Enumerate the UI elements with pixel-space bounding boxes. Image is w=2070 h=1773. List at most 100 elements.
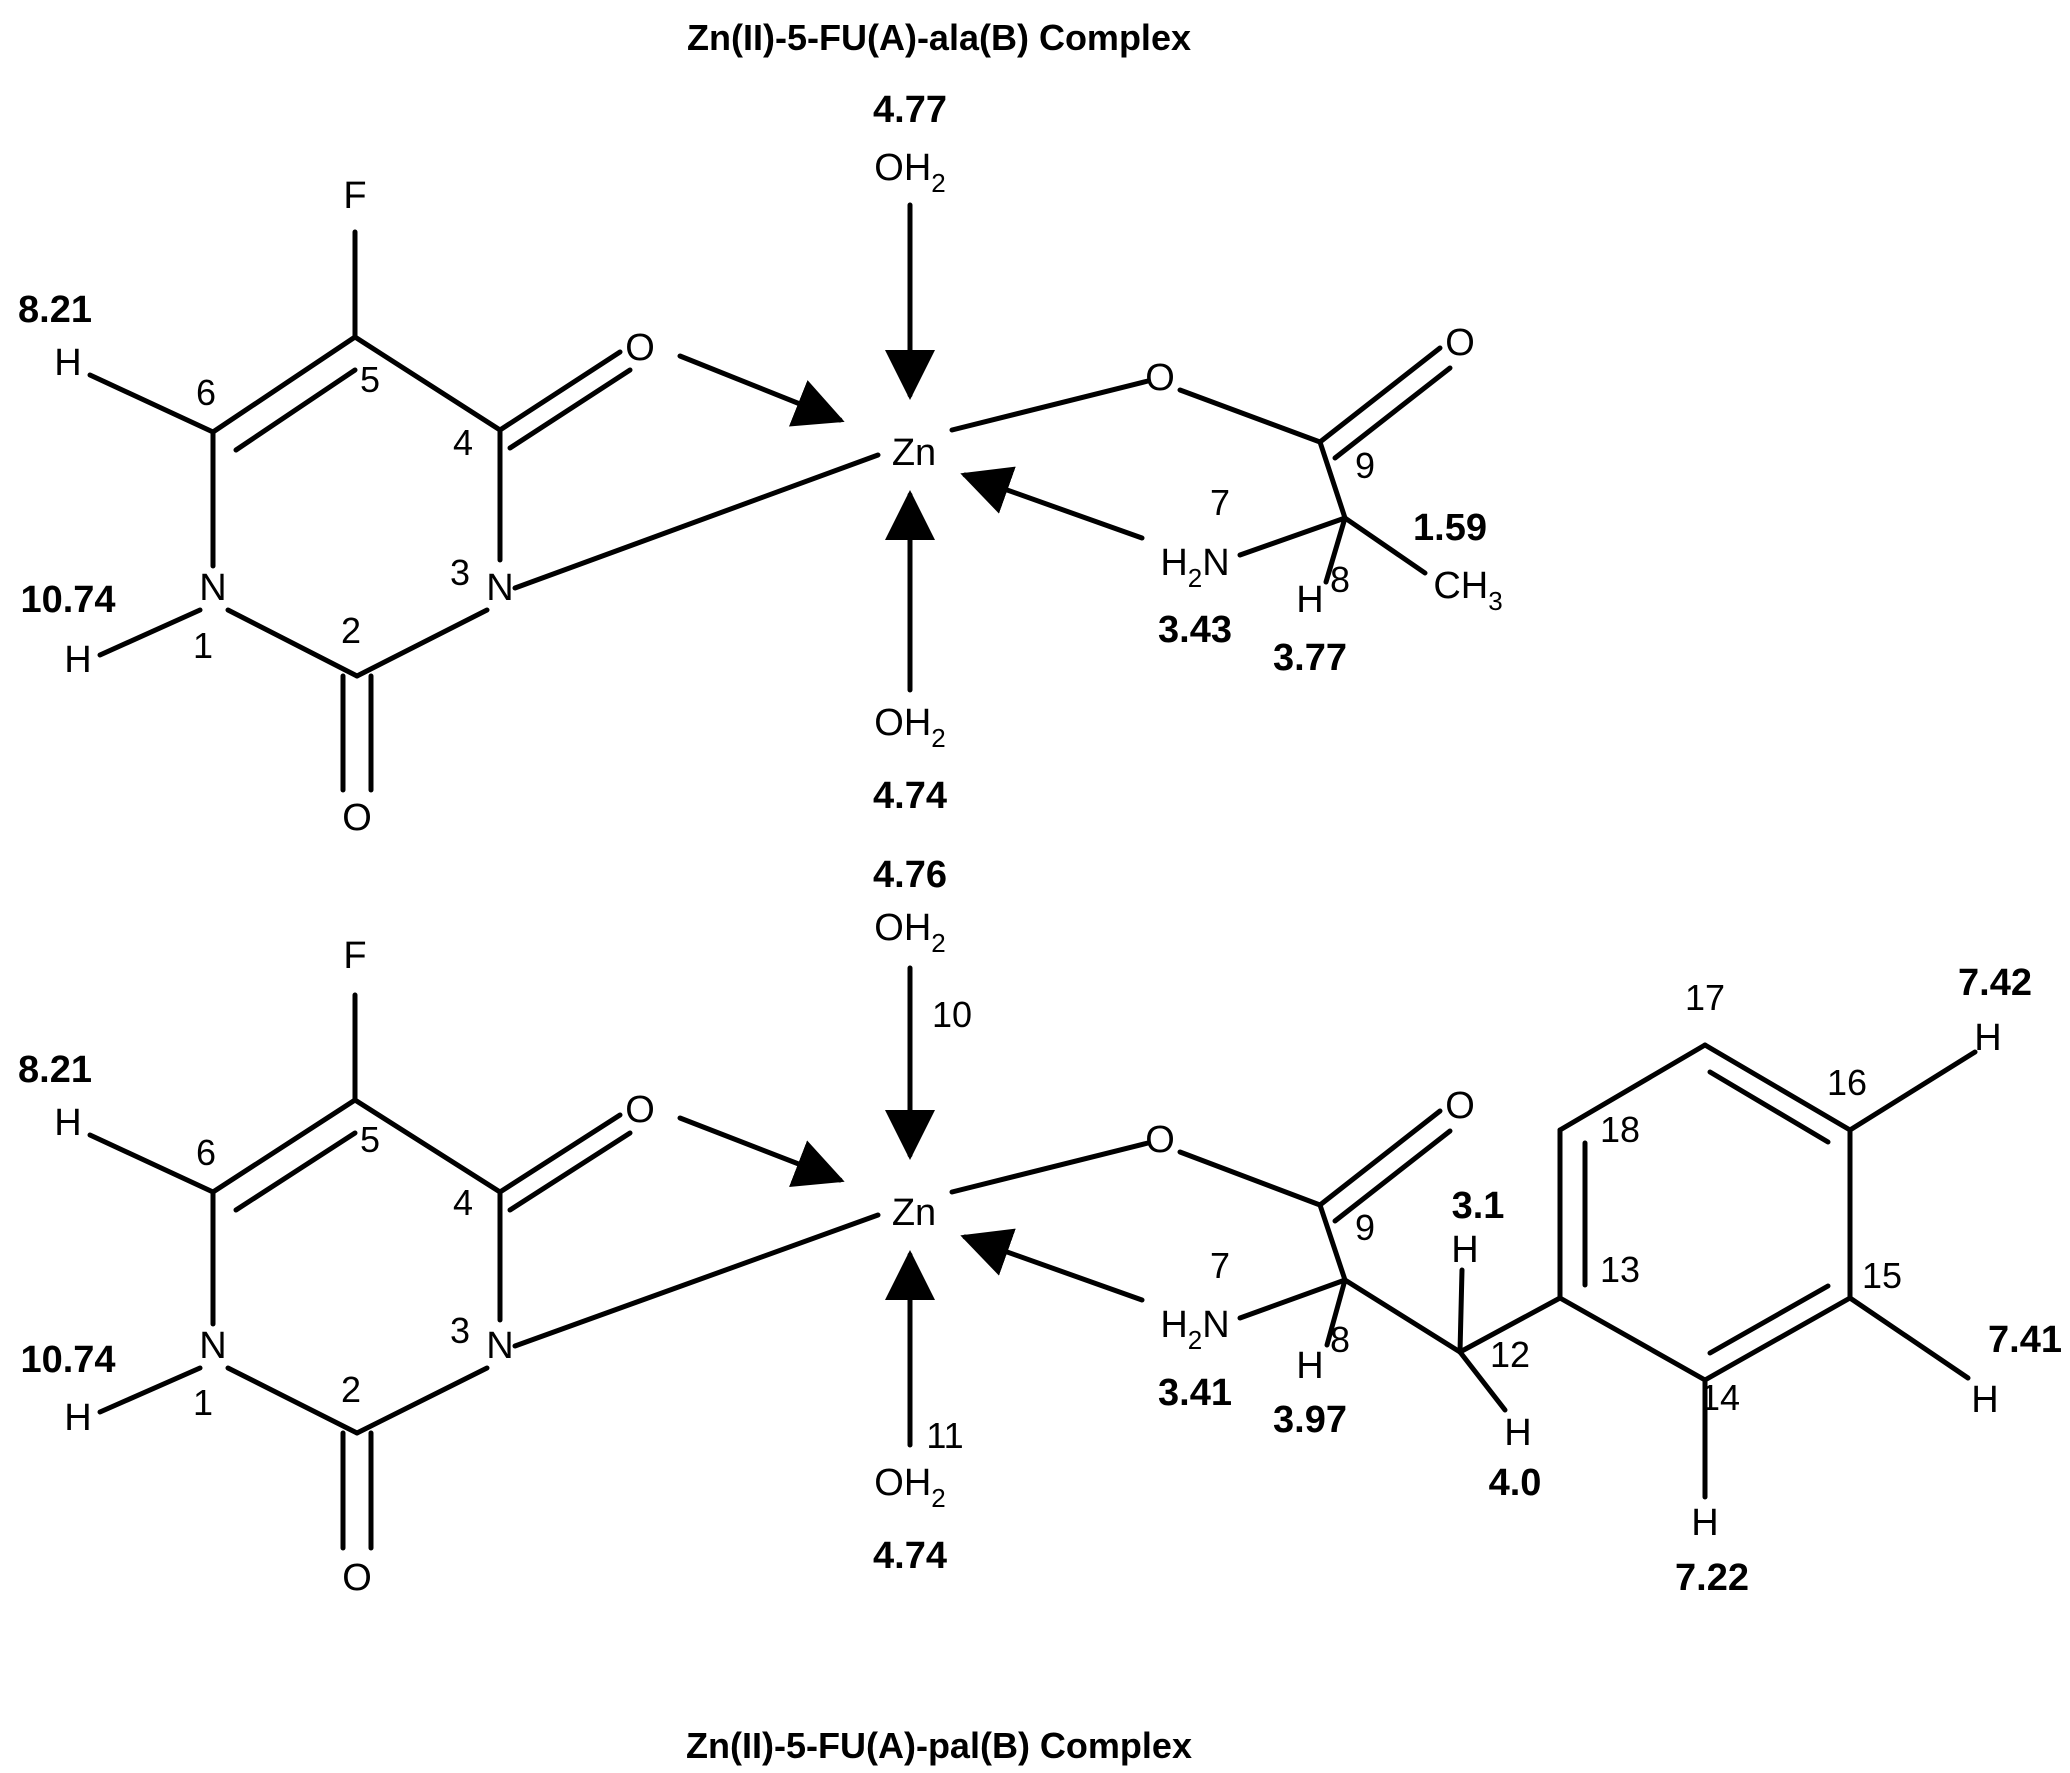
top-locant-1: 1: [193, 625, 213, 666]
bottom-bond-c17-c16: [1702, 1042, 1853, 1133]
bottom-shift-h12-bottom: 4.0: [1489, 1462, 1542, 1504]
top-bond-n3-zn: [512, 452, 881, 591]
top-bond-c5-c4: [352, 334, 503, 433]
bottom-locant-12: 12: [1490, 1334, 1530, 1375]
top-locant-8: 8: [1330, 559, 1350, 600]
bottom-bond-c9-o-double: [1332, 1128, 1453, 1224]
top-bond-c9-c8: [1317, 439, 1348, 521]
top-locant-7: 7: [1210, 482, 1230, 523]
top-water-top: OH2: [874, 147, 945, 198]
bottom-carbonyl-oxygen: O: [1445, 1085, 1475, 1127]
bottom-bond-c15-h: [1847, 1295, 1971, 1381]
bottom-amine: H2N: [1160, 1304, 1229, 1355]
top-bond-zn-o: [949, 378, 1151, 433]
bottom-bond-c4-o4-double: [507, 1130, 633, 1213]
bottom-locant-8: 8: [1330, 1319, 1350, 1360]
bottom-fluorouracil-ring: [87, 992, 633, 1551]
bottom-h12-bottom: H: [1504, 1412, 1531, 1454]
bottom-bond-c2-n1: [225, 1365, 360, 1436]
bottom-shift-h8: 3.97: [1273, 1399, 1347, 1441]
bottom-bond-c15-c14-double: [1707, 1283, 1831, 1356]
bottom-nitrogen-3: N: [486, 1325, 513, 1367]
bottom-arrow-n7-zn: [960, 1228, 1145, 1303]
top-bond-n7-c8: [1237, 515, 1348, 558]
top-bond-c2-n1: [225, 607, 360, 679]
bottom-locant-17: 17: [1685, 977, 1725, 1018]
bottom-bond-c12-h-top: [1457, 1267, 1465, 1355]
top-methyl: CH3: [1433, 565, 1502, 616]
top-carbonyl-oxygen: O: [1445, 322, 1475, 364]
bottom-bond-c8-h: [1324, 1277, 1348, 1348]
top-locant-2: 2: [341, 610, 361, 651]
bottom-shift-h14: 7.22: [1675, 1557, 1749, 1599]
top-bond-c9-o: [1317, 345, 1443, 445]
bottom-shift-h15: 7.41: [1988, 1319, 2062, 1361]
bottom-bond-c14-c13: [1557, 1295, 1708, 1383]
top-locant-4: 4: [453, 422, 473, 463]
top-shift-h1: 10.74: [20, 579, 115, 621]
top-arrow-n7-zn: [960, 466, 1145, 541]
top-shift-water-top: 4.77: [873, 89, 947, 131]
bottom-bond-c12-h-bottom: [1457, 1349, 1508, 1413]
bottom-title: Zn(II)-5-FU(A)-pal(B) Complex: [686, 1725, 1192, 1766]
bottom-bond-n1-h: [97, 1365, 203, 1415]
bottom-locant-3: 3: [450, 1310, 470, 1351]
bottom-locant-2: 2: [341, 1369, 361, 1410]
bottom-locant-13: 13: [1600, 1249, 1640, 1290]
bottom-h1: H: [64, 1397, 91, 1439]
bottom-bond-n7-c8: [1237, 1277, 1348, 1321]
bottom-h6: H: [54, 1102, 81, 1144]
bottom-bond-n3-c2: [354, 1365, 490, 1436]
top-oxygen-2: O: [342, 797, 372, 839]
top-fluorouracil-ring: [87, 229, 633, 793]
top-zinc: Zn: [892, 432, 936, 474]
top-locant-9: 9: [1355, 445, 1375, 486]
bottom-water-top: OH2: [874, 907, 945, 958]
bottom-h15: H: [1971, 1379, 1998, 1421]
bottom-bond-c17-c16-double: [1707, 1069, 1831, 1145]
top-shift-ch3: 1.59: [1413, 507, 1487, 549]
top-bond-c6-c5: [210, 334, 358, 435]
top-h8: H: [1296, 579, 1323, 621]
bottom-bond-zn-o: [949, 1140, 1151, 1195]
bottom-locant-1: 1: [193, 1382, 213, 1423]
bottom-locant-18: 18: [1600, 1109, 1640, 1150]
bottom-locant-14: 14: [1700, 1377, 1740, 1418]
bottom-locant-10: 10: [932, 994, 972, 1035]
top-nitrogen-3: N: [486, 567, 513, 609]
top-shift-nh2: 3.43: [1158, 609, 1232, 651]
bottom-bond-c8-c12: [1342, 1277, 1463, 1355]
bottom-h12-top: H: [1451, 1229, 1478, 1271]
bottom-bond-c9-o: [1317, 1108, 1443, 1208]
top-arrow-o4-zn: [677, 353, 845, 427]
top-bond-c6-c5-double: [233, 367, 358, 453]
top-bond-c4-o4-double: [507, 367, 633, 451]
top-oxygen-4: O: [625, 327, 655, 369]
top-fluorine: F: [343, 175, 366, 217]
bottom-shift-h12-top: 3.1: [1452, 1185, 1505, 1227]
top-title: Zn(II)-5-FU(A)-ala(B) Complex: [687, 17, 1191, 58]
bottom-locant-5: 5: [360, 1119, 380, 1160]
bottom-locant-11: 11: [926, 1415, 963, 1456]
top-carboxyl-oxygen: O: [1145, 357, 1175, 399]
top-shift-water-bottom: 4.74: [873, 775, 947, 817]
bottom-h8: H: [1296, 1345, 1323, 1387]
top-shift-h8: 3.77: [1273, 637, 1347, 679]
bottom-bond-c16-h: [1847, 1049, 1978, 1133]
bottom-bond-n3-zn: [512, 1212, 881, 1349]
bottom-locant-9: 9: [1355, 1207, 1375, 1248]
bottom-bond-c5-c4: [352, 1097, 503, 1195]
bottom-fluorine: F: [343, 935, 366, 977]
bottom-shift-water-bottom: 4.74: [873, 1535, 947, 1577]
top-water-bottom: OH2: [874, 702, 945, 753]
bottom-bond-c4-o4: [497, 1112, 623, 1195]
top-bond-c9-o-double: [1332, 365, 1453, 461]
bottom-bond-o-c9: [1177, 1149, 1323, 1208]
bottom-shift-h1: 10.74: [20, 1339, 115, 1381]
bottom-locant-4: 4: [453, 1182, 473, 1223]
bottom-arrow-o4-zn: [677, 1115, 845, 1188]
bottom-bond-c9-c8: [1317, 1202, 1348, 1283]
bottom-carboxyl-oxygen: O: [1145, 1119, 1175, 1161]
bottom-h14: H: [1691, 1502, 1718, 1544]
